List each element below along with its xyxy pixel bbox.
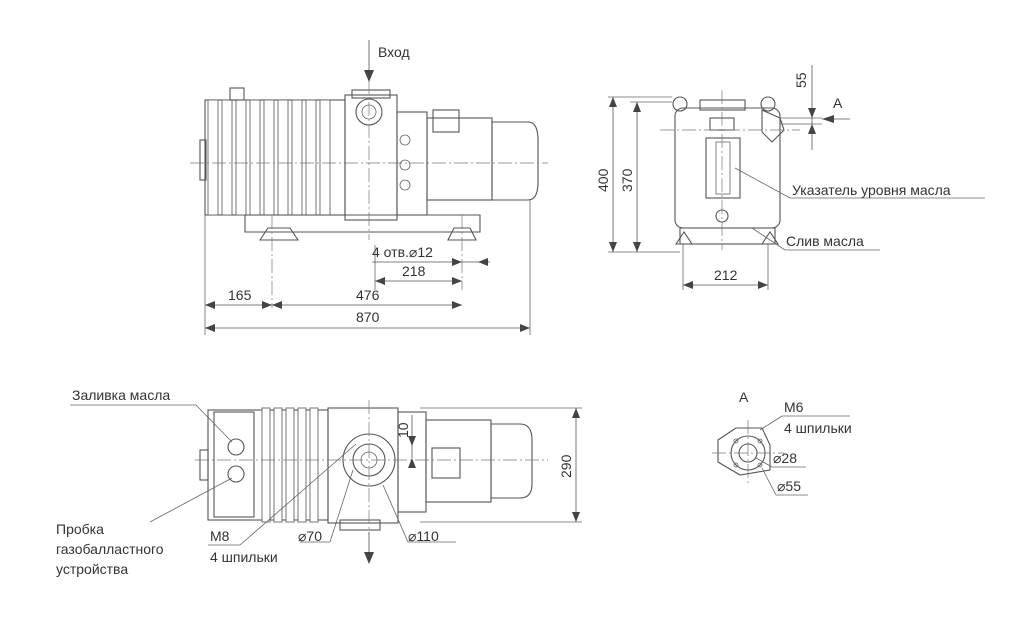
dim-165: 165 [228, 287, 252, 303]
dim-476: 476 [356, 287, 380, 303]
dim-55-top: 55 [793, 72, 809, 88]
base-frame [244, 214, 481, 233]
m6-studs-label: 4 шпильки [784, 420, 852, 436]
dim-218: 218 [402, 263, 426, 279]
side-inlet-flange [761, 109, 785, 143]
view-a-arrow [822, 115, 834, 123]
top-view: 290 10 Заливка масла Пробка газобалластн… [56, 387, 582, 577]
oil-drain-label: Слив масла [786, 233, 864, 249]
view-a-title: А [739, 389, 749, 405]
top-motor-body [425, 419, 492, 503]
terminal-box [432, 109, 460, 133]
front-cap [199, 139, 207, 181]
dim-212: 212 [714, 267, 738, 283]
m6-label: М6 [784, 399, 804, 415]
top-fins [261, 407, 319, 523]
m8-studs-label: 4 шпильки [210, 549, 278, 565]
gas-ballast-label-line3: устройства [56, 561, 128, 577]
inlet-label: Вход [378, 44, 410, 60]
motor-fan-cover [491, 121, 539, 201]
view-a-mark: А [833, 95, 843, 111]
gas-ballast-label-line1: Пробка [56, 521, 104, 537]
gas-ballast-label-line2: газобалластного [56, 541, 164, 557]
oil-fill-cap [227, 438, 245, 456]
dim-d55: ⌀55 [777, 478, 801, 494]
dim-10: 10 [395, 422, 411, 438]
dim-370: 370 [619, 168, 635, 192]
view-a-flange [717, 427, 771, 476]
top-motor-fan-cover [490, 423, 533, 499]
outlet-arrow [364, 552, 374, 564]
foot-right [447, 227, 477, 241]
holes-label: 4 отв.⌀12 [372, 244, 433, 260]
front-fins [207, 99, 331, 216]
side-base [679, 227, 776, 245]
side-view: 400 370 212 55 А Указатель уровня масла … [595, 65, 985, 290]
inlet-arrow [364, 70, 374, 82]
gas-ballast-plug [227, 465, 245, 483]
front-view: Вход 4 отв.⌀12 218 165 476 870 [190, 40, 548, 335]
top-plug [229, 87, 245, 101]
oil-level-indicator-label: Указатель уровня масла [792, 182, 951, 198]
view-a: А М6 4 шпильки ⌀28 ⌀55 [712, 389, 852, 496]
inlet-block [344, 94, 398, 221]
dim-400: 400 [595, 168, 611, 192]
top-terminal-box [431, 447, 461, 479]
side-housing [674, 107, 781, 229]
dim-d28: ⌀28 [773, 450, 797, 466]
oil-sight-glass [705, 137, 741, 199]
oil-fill-label: Заливка масла [72, 387, 170, 403]
dim-290: 290 [558, 454, 574, 478]
foot-left [258, 227, 300, 241]
dim-d70: ⌀70 [298, 528, 322, 544]
dim-d110: ⌀110 [408, 528, 439, 544]
dim-870: 870 [356, 309, 380, 325]
m8-label: М8 [210, 528, 230, 544]
